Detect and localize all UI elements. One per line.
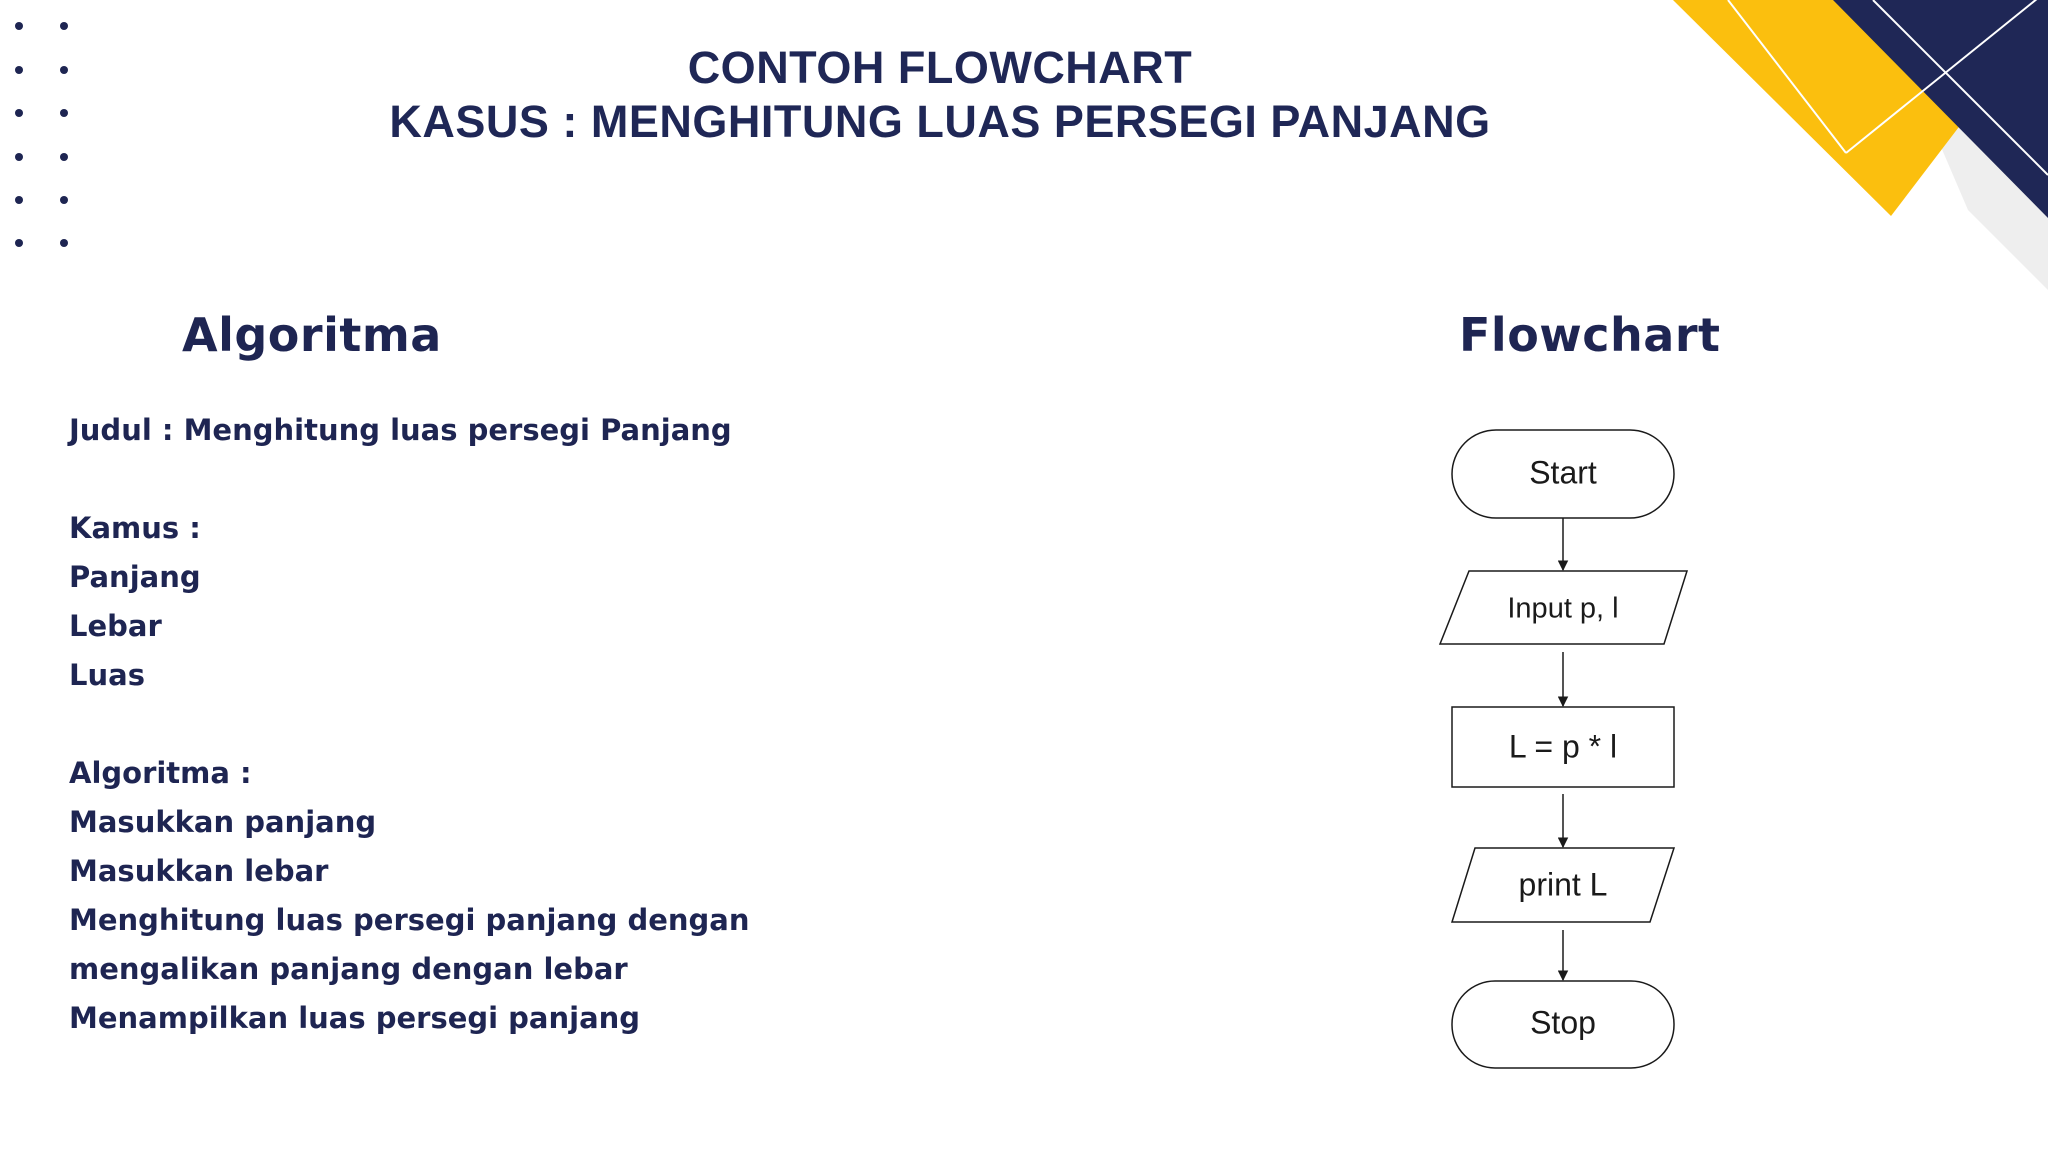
output-io-shape bbox=[1450, 847, 1676, 923]
algorithm-title-line: Judul : Menghitung luas persegi Panjang bbox=[69, 413, 732, 447]
algorithm-text: Judul : Menghitung luas persegi Panjang … bbox=[69, 406, 889, 1043]
page-title-line-1: CONTOH FLOWCHART bbox=[687, 42, 1193, 93]
kamus-item: Luas bbox=[69, 658, 145, 692]
flowchart-heading: Flowchart bbox=[1459, 308, 1721, 362]
kamus-item: Panjang bbox=[69, 560, 201, 594]
flow-node-label: Start bbox=[1529, 454, 1597, 490]
flowchart-diagram: Start Input p, l L = p * l print L Stop bbox=[1438, 429, 1689, 1069]
flow-node-label: Stop bbox=[1530, 1004, 1596, 1040]
algorithm-step: Masukkan panjang bbox=[69, 805, 377, 839]
flow-node-label: print L bbox=[1519, 866, 1608, 902]
flow-node-label: L = p * l bbox=[1509, 728, 1617, 764]
algorithm-step: Menampilkan luas persegi panjang bbox=[69, 1001, 641, 1035]
kamus-item: Lebar bbox=[69, 609, 162, 643]
input-io-shape bbox=[1438, 570, 1689, 645]
algoritma-label: Algoritma : bbox=[69, 756, 252, 790]
flow-node-label: Input p, l bbox=[1507, 593, 1618, 625]
dot-pattern-decoration bbox=[15, 22, 68, 247]
algorithm-step: mengalikan panjang dengan lebar bbox=[69, 952, 628, 986]
algorithm-heading: Algoritma bbox=[182, 308, 442, 362]
corner-decoration bbox=[1673, 0, 2048, 290]
page-title-line-2: KASUS : MENGHITUNG LUAS PERSEGI PANJANG bbox=[389, 96, 1491, 147]
kamus-label: Kamus : bbox=[69, 511, 201, 545]
algorithm-step: Menghitung luas persegi panjang dengan bbox=[69, 903, 750, 937]
algorithm-step: Masukkan lebar bbox=[69, 854, 329, 888]
